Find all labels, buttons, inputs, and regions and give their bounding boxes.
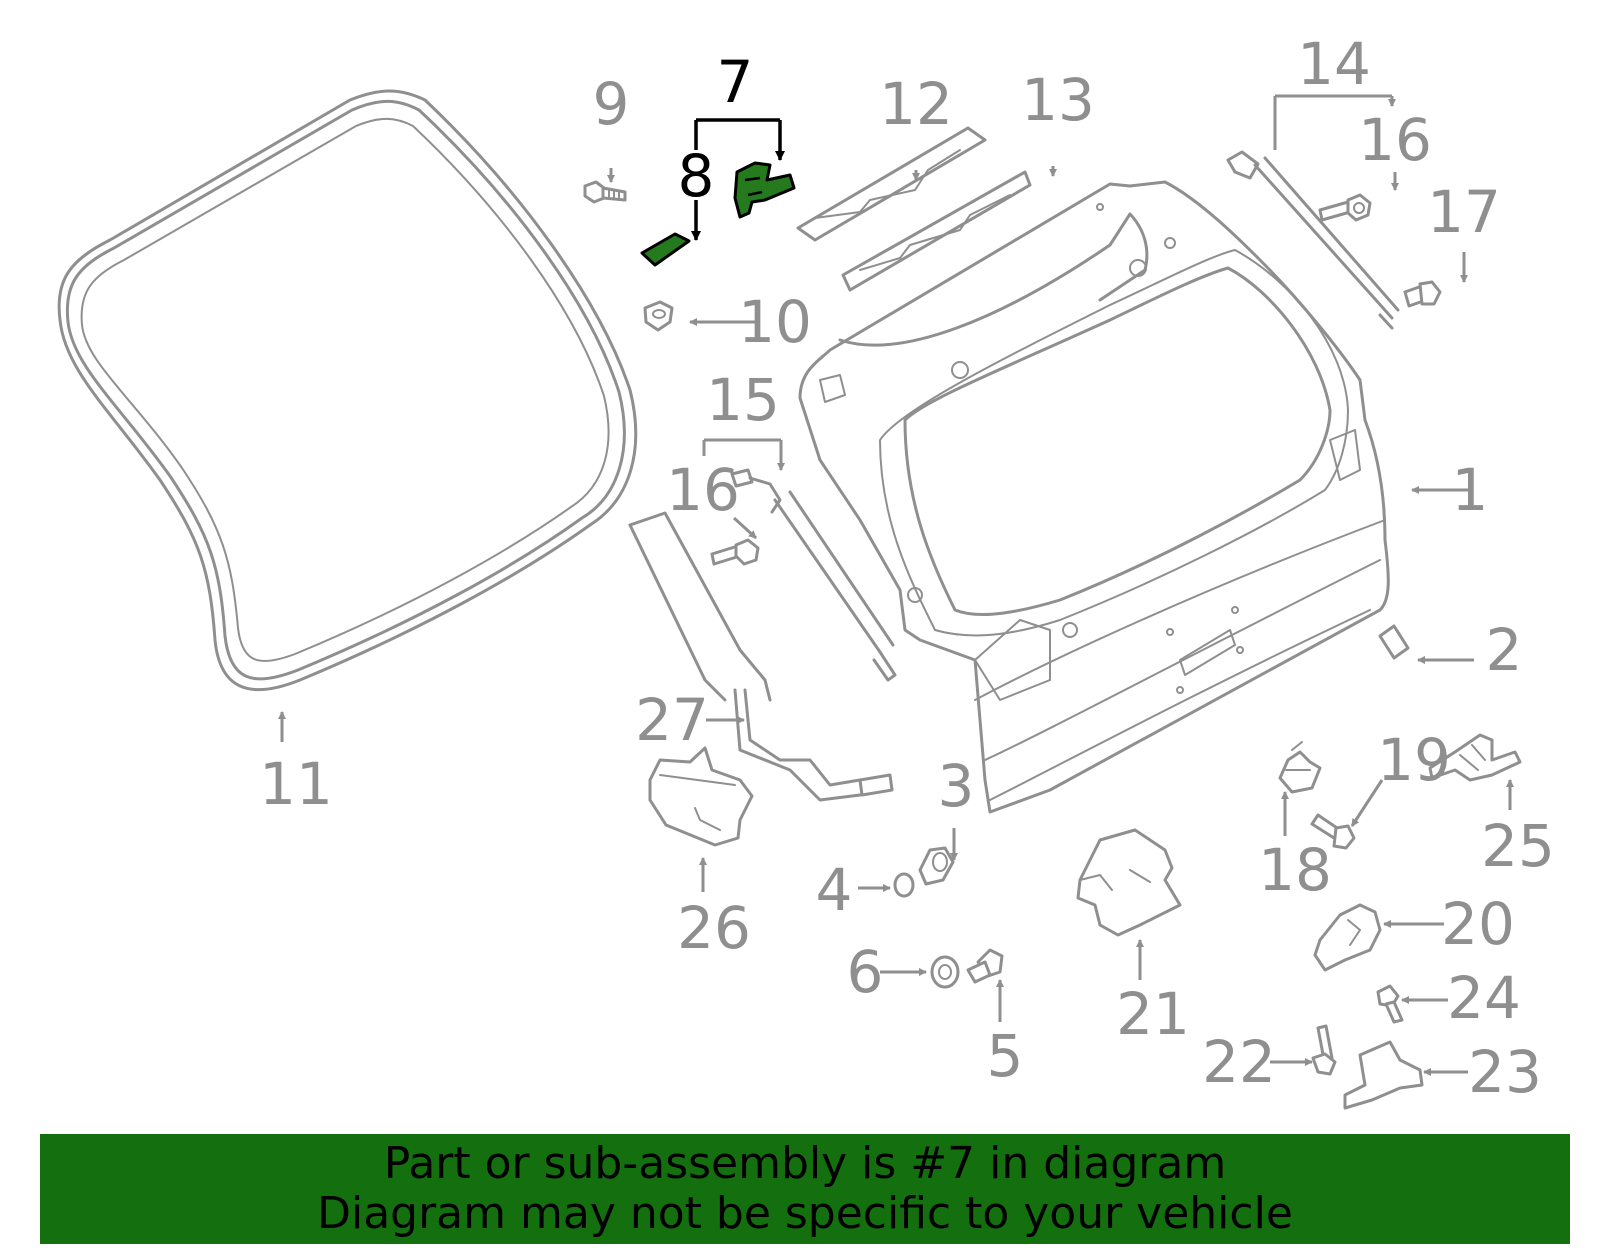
part-10-clip-nut <box>643 300 674 332</box>
callout-numbers: 1 2 3 4 5 6 7 8 9 10 11 12 13 14 15 16 1… <box>259 30 1555 1106</box>
callout-20: 20 <box>1441 890 1515 958</box>
callout-7: 7 <box>717 48 754 116</box>
part-15-lift-support <box>730 468 897 682</box>
part-24-bolt <box>1376 984 1404 1024</box>
part-26-module <box>648 746 754 847</box>
part-3-grommet <box>918 846 955 886</box>
callout-23: 23 <box>1468 1038 1542 1106</box>
part-19-bolt <box>1310 813 1356 850</box>
part-16-bolt-lower <box>710 538 760 566</box>
callout-16-upper: 16 <box>1358 106 1432 174</box>
part-8-highlighted <box>640 232 691 267</box>
part-22-bolt <box>1311 1024 1337 1076</box>
callout-21: 21 <box>1116 980 1190 1048</box>
callout-15: 15 <box>706 366 780 434</box>
part-14-lift-support <box>1226 150 1400 330</box>
part-5-clip <box>966 948 1004 984</box>
info-banner: Part or sub-assembly is #7 in diagram Di… <box>40 1134 1570 1244</box>
callout-13: 13 <box>1021 66 1095 134</box>
callout-9: 9 <box>593 70 630 138</box>
part-9-bolt <box>583 180 627 204</box>
banner-line-1: Part or sub-assembly is #7 in diagram <box>383 1138 1227 1189</box>
callout-25: 25 <box>1481 812 1555 880</box>
part-18-switch <box>1278 741 1322 794</box>
callout-16-lower: 16 <box>666 456 740 524</box>
part-1-liftgate <box>798 180 1390 814</box>
callout-17: 17 <box>1427 178 1501 246</box>
callout-3: 3 <box>938 752 975 820</box>
callout-5: 5 <box>987 1022 1024 1090</box>
callout-11: 11 <box>259 750 333 818</box>
callout-12: 12 <box>879 70 953 138</box>
part-25-bracket <box>1428 733 1522 782</box>
callout-8: 8 <box>678 142 715 210</box>
part-13-molding <box>841 170 1032 292</box>
callout-22: 22 <box>1202 1028 1276 1096</box>
part-7-highlighted <box>733 161 796 219</box>
part-20-striker <box>1313 903 1382 972</box>
part-27-harness <box>628 511 894 802</box>
part-12-molding <box>796 126 987 242</box>
callout-2: 2 <box>1486 616 1523 684</box>
callout-14: 14 <box>1297 30 1371 98</box>
part-4-plug <box>893 872 915 898</box>
part-11-weatherstrip <box>57 89 638 692</box>
part-16-bolt-upper <box>1318 193 1372 222</box>
leader-lines <box>278 94 1514 1076</box>
part-2-emblem <box>1378 624 1410 660</box>
callout-6: 6 <box>847 938 884 1006</box>
callout-10: 10 <box>738 288 812 356</box>
callout-19: 19 <box>1377 726 1451 794</box>
callout-1: 1 <box>1452 456 1489 524</box>
part-23-bracket <box>1343 1040 1424 1110</box>
part-17-bolt <box>1403 280 1442 308</box>
callout-27: 27 <box>635 686 709 754</box>
banner-line-2: Diagram may not be specific to your vehi… <box>317 1188 1293 1239</box>
part-21-latch <box>1076 828 1182 937</box>
callout-26: 26 <box>677 894 751 962</box>
part-6-grommet <box>930 955 960 989</box>
callout-24: 24 <box>1447 964 1521 1032</box>
callout-4: 4 <box>816 856 853 924</box>
callout-18: 18 <box>1258 836 1332 904</box>
